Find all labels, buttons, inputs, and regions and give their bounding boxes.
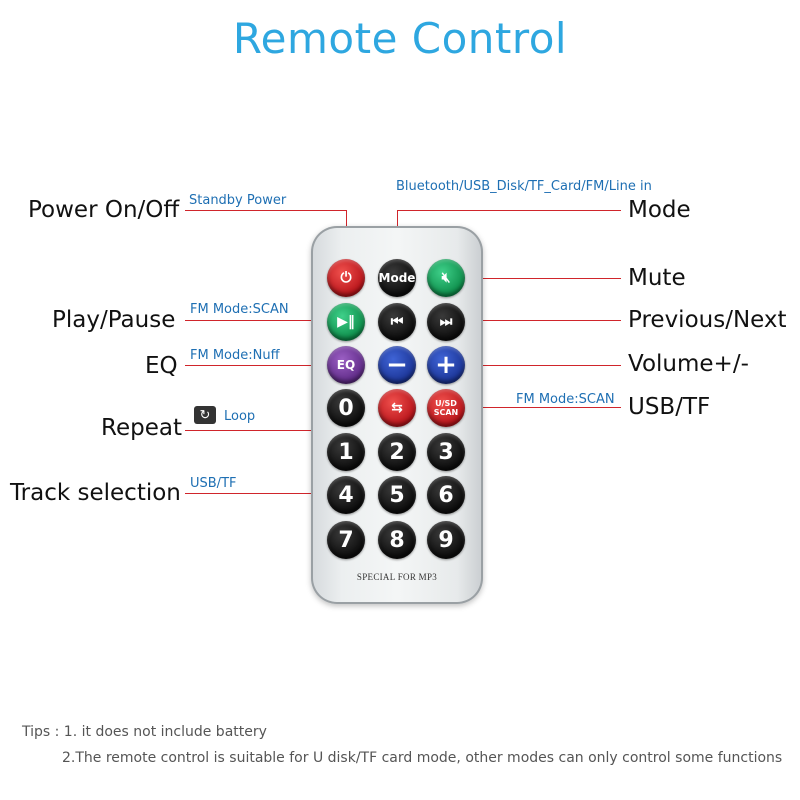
leader-line-usb-tf xyxy=(446,407,621,408)
previous-icon: ⏮ xyxy=(390,314,404,330)
label-mode: Mode xyxy=(628,197,691,223)
repeat-icon: ⇆ xyxy=(391,400,403,416)
minus-icon: − xyxy=(386,350,408,380)
leader-line-previous-next xyxy=(397,320,621,321)
leader-line-play-pause xyxy=(185,320,347,321)
digit-0-label: 0 xyxy=(338,395,354,421)
leader-line-power xyxy=(185,210,347,211)
leader-line-track xyxy=(185,493,347,494)
label-volume: Volume+/- xyxy=(628,351,749,377)
eq-button[interactable]: EQ xyxy=(327,346,365,384)
digit-7-button[interactable]: 7 xyxy=(327,521,365,559)
digit-2-label: 2 xyxy=(389,439,405,465)
power-icon: ⏻ xyxy=(340,270,352,286)
play-pause-button[interactable]: ▶‖ xyxy=(327,303,365,341)
tips-line-2: 2.The remote control is suitable for U d… xyxy=(62,750,783,766)
volume-down-button[interactable]: − xyxy=(378,346,416,384)
leader-line-mode xyxy=(397,210,621,211)
eq-button-label: EQ xyxy=(336,358,356,372)
leader-line-eq xyxy=(185,365,347,366)
remote-control: ⏻ Mode 🔇︎ ▶‖ ⏮ ⏭ EQ − + 0 ⇆ U/SD SCAN 1 … xyxy=(311,226,483,604)
label-track-selection: Track selection xyxy=(10,480,181,506)
remote-footer-text: SPECIAL FOR MP3 xyxy=(356,572,438,582)
digit-5-label: 5 xyxy=(389,482,405,508)
digit-7-label: 7 xyxy=(338,527,354,553)
note-standby-power: Standby Power xyxy=(189,193,287,208)
digit-1-button[interactable]: 1 xyxy=(327,433,365,471)
label-previous-next: Previous/Next xyxy=(628,307,787,333)
power-button[interactable]: ⏻ xyxy=(327,259,365,297)
label-usb-tf: USB/TF xyxy=(628,394,711,420)
label-eq: EQ xyxy=(145,353,178,379)
digit-0-button[interactable]: 0 xyxy=(327,389,365,427)
mode-button[interactable]: Mode xyxy=(378,259,416,297)
usb-scan-label-top: U/SD xyxy=(435,399,457,408)
digit-2-button[interactable]: 2 xyxy=(378,433,416,471)
label-mute: Mute xyxy=(628,265,686,291)
previous-button[interactable]: ⏮ xyxy=(378,303,416,341)
loop-icon: ↻ xyxy=(194,406,216,424)
label-power: Power On/Off xyxy=(28,197,180,223)
volume-up-button[interactable]: + xyxy=(427,346,465,384)
next-icon: ⏭ xyxy=(439,314,453,330)
label-play-pause: Play/Pause xyxy=(52,307,176,333)
next-button[interactable]: ⏭ xyxy=(427,303,465,341)
leader-line-repeat xyxy=(185,430,374,431)
digit-4-button[interactable]: 4 xyxy=(327,476,365,514)
note-fm-scan-right: FM Mode:SCAN xyxy=(516,392,615,407)
play-pause-icon: ▶‖ xyxy=(337,314,355,330)
note-usb-tf: USB/TF xyxy=(190,476,237,491)
digit-9-label: 9 xyxy=(438,527,454,553)
tips-line-1: Tips : 1. it does not include battery xyxy=(22,724,267,740)
mute-button[interactable]: 🔇︎ xyxy=(427,259,465,297)
note-loop: Loop xyxy=(224,409,256,424)
leader-line-volume xyxy=(397,365,621,366)
digit-8-label: 8 xyxy=(389,527,405,553)
digit-1-label: 1 xyxy=(338,439,354,465)
digit-6-label: 6 xyxy=(438,482,454,508)
mode-button-label: Mode xyxy=(378,271,416,285)
digit-6-button[interactable]: 6 xyxy=(427,476,465,514)
repeat-button[interactable]: ⇆ xyxy=(378,389,416,427)
plus-icon: + xyxy=(435,350,457,380)
digit-9-button[interactable]: 9 xyxy=(427,521,465,559)
usb-scan-label-bottom: SCAN xyxy=(433,408,459,417)
leader-line-mute xyxy=(446,278,621,279)
digit-3-button[interactable]: 3 xyxy=(427,433,465,471)
label-repeat: Repeat xyxy=(101,415,182,441)
usb-scan-button[interactable]: U/SD SCAN xyxy=(427,389,465,427)
mute-icon: 🔇︎ xyxy=(441,270,451,286)
page-title: Remote Control xyxy=(232,14,568,63)
digit-4-label: 4 xyxy=(338,482,354,508)
note-fm-nuff: FM Mode:Nuff xyxy=(190,348,280,363)
digit-3-label: 3 xyxy=(438,439,454,465)
note-fm-scan-left: FM Mode:SCAN xyxy=(190,302,289,317)
note-modes: Bluetooth/USB_Disk/TF_Card/FM/Line in xyxy=(396,179,652,194)
digit-5-button[interactable]: 5 xyxy=(378,476,416,514)
digit-8-button[interactable]: 8 xyxy=(378,521,416,559)
